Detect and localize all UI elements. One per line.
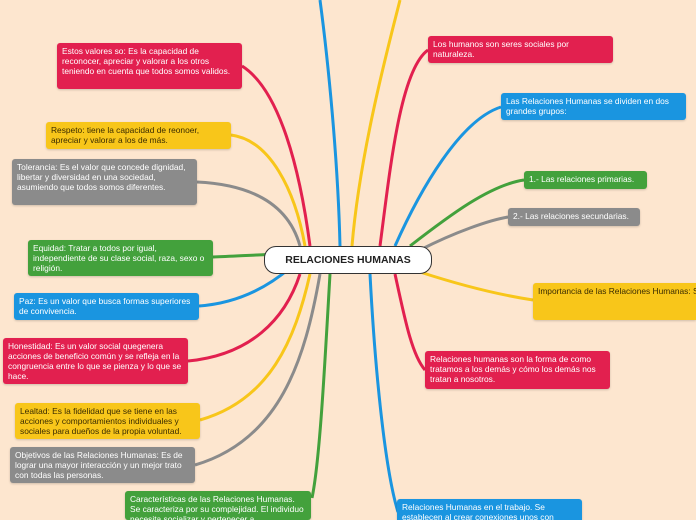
connector-respeto	[230, 133, 307, 247]
node-paz[interactable]: Paz: Es un valor que busca formas superi…	[14, 293, 199, 320]
node-tolerancia[interactable]: Tolerancia: Es el valor que concede dign…	[12, 159, 197, 205]
connector-trabajo	[368, 273, 400, 513]
connector-primarias	[409, 178, 525, 248]
connector-importancia	[419, 270, 534, 302]
connector-caracteristicas	[310, 273, 332, 499]
node-primarias[interactable]: 1.- Las relaciones primarias.	[524, 171, 647, 189]
node-trabajo[interactable]: Relaciones Humanas en el trabajo. Se est…	[397, 499, 582, 520]
connector-forma	[393, 273, 427, 371]
node-equidad[interactable]: Equidad: Tratar a todos por igual, indep…	[28, 240, 213, 276]
node-lealtad[interactable]: Lealtad: Es la fidelidad que se tiene en…	[15, 403, 200, 439]
connector-top-yellow	[350, 0, 402, 247]
central-topic[interactable]: RELACIONES HUMANAS	[264, 246, 432, 274]
connector-valores	[241, 64, 312, 247]
connector-secundarias	[419, 215, 509, 252]
node-valores[interactable]: Estos valores so: Es la capacidad de rec…	[57, 43, 242, 89]
node-seres[interactable]: Los humanos son seres sociales por natur…	[428, 36, 613, 63]
connector-objetivos	[194, 273, 322, 467]
connector-top-blue	[318, 0, 342, 247]
connector-lealtad	[199, 273, 312, 422]
connector-seres	[378, 48, 429, 247]
node-caracteristicas[interactable]: Características de las Relaciones Humana…	[125, 491, 311, 520]
connector-dividen	[393, 105, 502, 247]
node-respeto[interactable]: Respeto: tiene la capacidad de reonoer, …	[46, 122, 231, 149]
node-forma[interactable]: Relaciones humanas son la forma de como …	[425, 351, 610, 389]
connector-tolerancia	[196, 180, 302, 247]
node-importancia[interactable]: Importancia de las Relaciones Humanas: S…	[533, 283, 696, 320]
node-secundarias[interactable]: 2.- Las relaciones secundarias.	[508, 208, 640, 226]
node-objetivos[interactable]: Objetivos de las Relaciones Humanas: Es …	[10, 447, 195, 483]
connector-honestidad	[187, 273, 302, 363]
node-honestidad[interactable]: Honestidad: Es un valor social quegenera…	[3, 338, 188, 384]
node-dividen[interactable]: Las Relaciones Humanas se dividen en dos…	[501, 93, 686, 120]
